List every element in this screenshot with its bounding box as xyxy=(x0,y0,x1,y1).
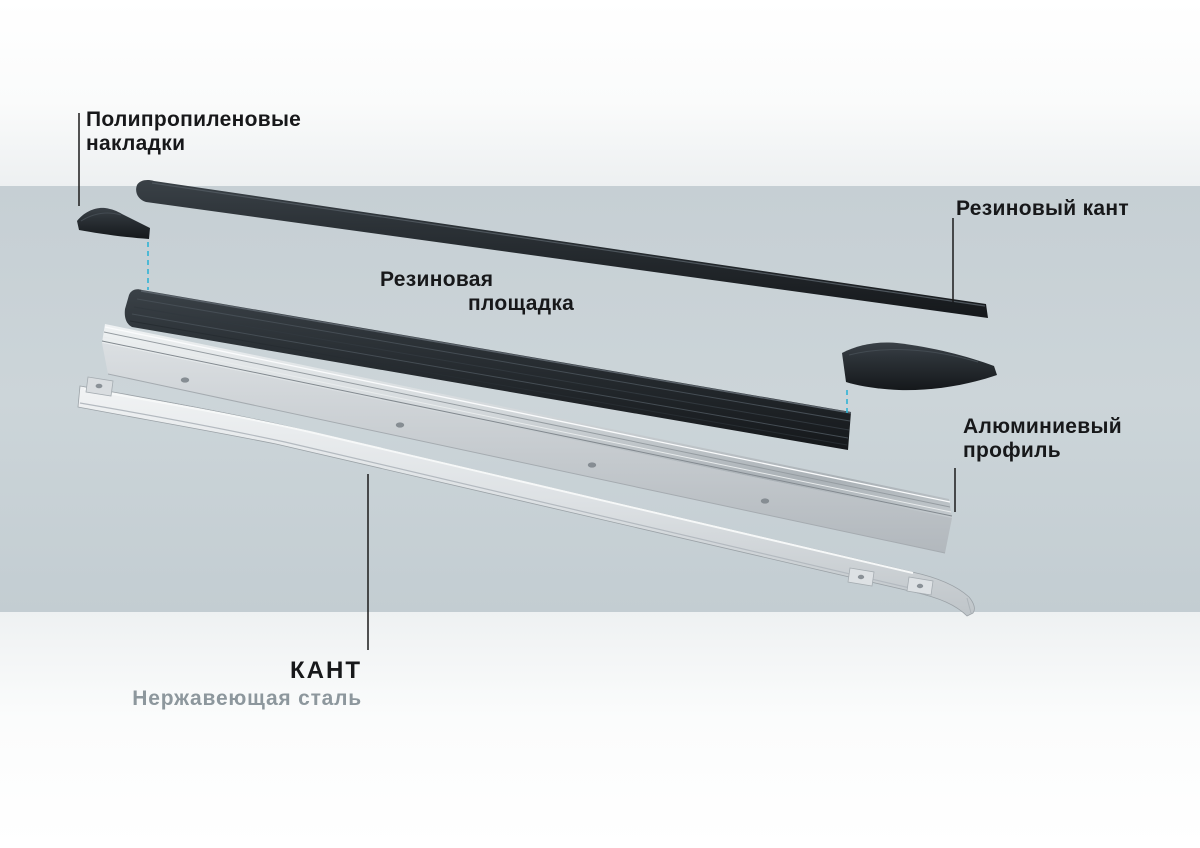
brand-title: КАНТ xyxy=(290,657,362,684)
bracket-hole xyxy=(95,383,103,389)
rubber-edge-strip-body xyxy=(136,180,988,318)
steel-tube-body xyxy=(77,385,975,617)
aluminum-ridge-strip xyxy=(102,324,952,518)
label-aluminum-profile: Алюминиевый профиль xyxy=(963,415,1122,463)
aluminum-profile xyxy=(101,324,953,554)
detail-line xyxy=(140,290,852,414)
rubber-platform-body xyxy=(124,289,851,450)
detail-line xyxy=(101,340,953,517)
right-end-cap-body xyxy=(842,342,997,391)
label-brand: КАНТ Нержавеющая сталь xyxy=(132,658,362,711)
label-polypropylene-caps-line1: Полипропиленовые xyxy=(86,108,302,131)
screw-hole xyxy=(587,462,597,468)
label-rubber-pad-line2: площадка xyxy=(468,292,575,315)
detail-line xyxy=(151,182,986,307)
detail-line xyxy=(80,212,122,222)
assembly-lines xyxy=(147,242,848,414)
label-rubber-edge-text: Резиновый кант xyxy=(956,197,1129,220)
label-polypropylene-caps-line2: накладки xyxy=(86,132,186,155)
screw-hole xyxy=(395,422,405,428)
bracket-hole xyxy=(857,574,865,580)
bracket-hole xyxy=(916,583,924,589)
aluminum-flat-face xyxy=(102,343,952,553)
detail-line xyxy=(966,597,972,614)
detail-line xyxy=(104,326,951,503)
mounting-bracket-left xyxy=(85,376,114,397)
detail-line xyxy=(102,336,952,513)
detail-line xyxy=(136,298,851,422)
mounting-bracket-right-1 xyxy=(847,567,875,587)
detail-line xyxy=(129,320,848,446)
detail-line xyxy=(103,331,951,508)
detail-line xyxy=(133,306,850,431)
label-rubber-pad-line1: Резиновая xyxy=(380,268,494,291)
mounting-bracket-right-2 xyxy=(906,576,934,596)
leader-lines xyxy=(78,113,956,650)
rubber-platform xyxy=(124,289,852,450)
steel-edge-tube xyxy=(77,376,975,617)
background-top xyxy=(0,0,1200,186)
left-end-cap-body xyxy=(77,207,150,239)
label-aluminum-profile-line1: Алюминиевый xyxy=(963,415,1122,438)
left-end-cap xyxy=(77,207,150,239)
background-bottom xyxy=(0,612,1200,848)
detail-line xyxy=(107,373,946,554)
detail-line xyxy=(848,349,979,363)
screw-hole xyxy=(180,377,190,383)
label-rubber-pad: Резиновая площадка xyxy=(380,268,574,316)
right-end-cap xyxy=(842,342,997,391)
detail-line xyxy=(131,313,849,439)
label-aluminum-profile-line2: профиль xyxy=(963,439,1061,462)
detail-line xyxy=(83,388,914,574)
screw-hole xyxy=(760,498,770,504)
label-rubber-edge: Резиновый кант xyxy=(956,197,1129,221)
brand-subtitle: Нержавеющая сталь xyxy=(132,687,362,710)
detail-line xyxy=(79,402,911,589)
rubber-edge-strip xyxy=(136,180,988,318)
label-polypropylene-caps: Полипропиленовые накладки xyxy=(86,108,301,156)
